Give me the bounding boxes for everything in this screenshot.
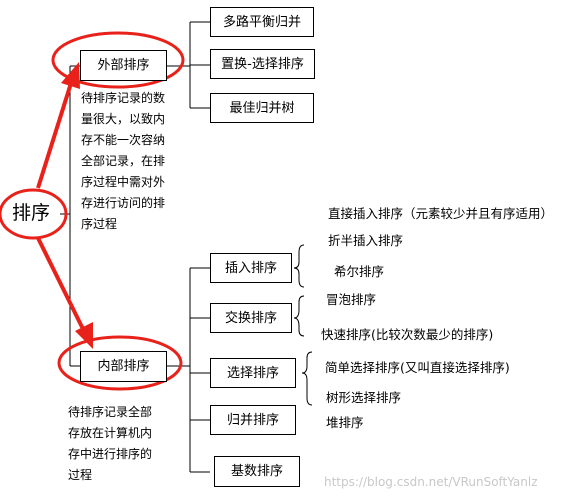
external-highlight-ellipse (51, 31, 185, 89)
insertion-item-binary: 折半插入排序 (328, 233, 404, 248)
arrow-up-head (61, 62, 80, 89)
selection-item-heap: 堆排序 (326, 415, 364, 430)
root-label: 排序 (12, 202, 51, 224)
exchange-item-bubble: 冒泡排序 (326, 292, 377, 307)
arrow-down-head (75, 322, 93, 349)
merge-sort-box: 归并排序 (210, 405, 296, 435)
insertion-item-direct: 直接插入排序（元素较少并且有序适用） (328, 206, 554, 221)
external-method-optimal-merge-tree: 最佳归并树 (210, 93, 314, 123)
exchange-sort-box: 交换排序 (210, 303, 292, 333)
root-highlight-ellipse (0, 188, 68, 240)
radix-sort-box: 基数排序 (214, 456, 300, 487)
selection-item-simple: 简单选择排序(又叫直接选择排序) (325, 360, 510, 375)
internal-sort-box: 内部排序 (80, 351, 167, 382)
internal-sort-note: 待排序记录全部 存放在计算机内 存中进行排序的 过程 (68, 405, 153, 482)
external-sort-box: 外部排序 (80, 50, 167, 81)
insertion-item-shell: 希尔排序 (334, 264, 385, 279)
exchange-item-quick: 快速排序(比较次数最少的排序) (321, 327, 494, 342)
insertion-sort-box: 插入排序 (210, 253, 292, 283)
watermark: https://blog.csdn.net/VRunSoftYanlz (324, 475, 538, 489)
internal-highlight-ellipse (57, 335, 183, 391)
selection-item-tree: 树形选择排序 (326, 390, 402, 405)
selection-sort-box: 选择排序 (210, 358, 296, 388)
external-method-balanced-merge: 多路平衡归并 (210, 7, 314, 37)
external-sort-note: 待排序记录的数 量很大，以致内 存不能一次容纳 全部记录，在排 序过程中需对外 … (81, 91, 166, 231)
external-method-replacement-selection: 置换-选择排序 (210, 49, 315, 79)
